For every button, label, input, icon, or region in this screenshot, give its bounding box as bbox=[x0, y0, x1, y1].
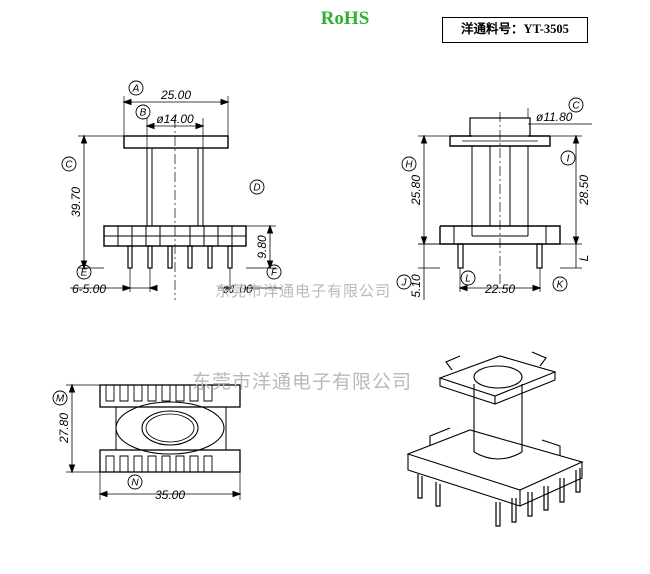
tag-l: L bbox=[465, 274, 471, 285]
dim-h: 25.80 bbox=[409, 175, 423, 206]
tag-k: K bbox=[557, 280, 565, 291]
tag-c: C bbox=[65, 160, 73, 171]
pins bbox=[127, 245, 233, 269]
tag-i: I bbox=[567, 154, 570, 165]
tag-f: F bbox=[271, 268, 278, 279]
dim-i: 28.50 bbox=[577, 175, 591, 206]
watermark-top: 东莞市洋通电子有限公司 bbox=[215, 282, 391, 300]
tag-b: B bbox=[140, 108, 147, 119]
base-notches bbox=[117, 226, 233, 246]
dim-c: 39.70 bbox=[69, 187, 83, 217]
dim-k: L bbox=[577, 255, 591, 262]
top-view bbox=[66, 383, 242, 500]
iso-pins bbox=[417, 468, 581, 527]
dim-j: 5.10 bbox=[409, 274, 423, 298]
dim-e: 6-5.00 bbox=[72, 282, 106, 296]
dim-l: 22.50 bbox=[484, 282, 515, 296]
tag-a: A bbox=[132, 84, 140, 95]
tag-h: H bbox=[405, 160, 413, 171]
tag-c-side: C bbox=[572, 101, 580, 112]
dim-a: 25.00 bbox=[160, 88, 191, 102]
dim-m: 27.80 bbox=[57, 413, 71, 444]
tag-d: D bbox=[253, 183, 260, 194]
watermark-middle: 东莞市洋通电子有限公司 bbox=[192, 371, 412, 393]
part-number-box: 洋通料号：YT-3505 bbox=[442, 17, 588, 43]
dim-b: ø14.00 bbox=[156, 112, 194, 126]
isometric-view bbox=[406, 351, 584, 527]
side-view bbox=[418, 108, 592, 300]
tag-e: E bbox=[81, 268, 88, 279]
rohs-label: RoHS bbox=[320, 8, 370, 29]
dim-d: 9.80 bbox=[255, 235, 269, 259]
tag-circles bbox=[52, 80, 584, 490]
tag-m: M bbox=[56, 394, 65, 405]
tag-j: J bbox=[401, 278, 408, 289]
dim-n: 35.00 bbox=[155, 488, 185, 502]
dim-f: ø1.00 bbox=[222, 282, 253, 296]
tag-n: N bbox=[131, 478, 139, 489]
front-view bbox=[70, 96, 282, 300]
dim-g: ø11.80 bbox=[536, 110, 573, 124]
